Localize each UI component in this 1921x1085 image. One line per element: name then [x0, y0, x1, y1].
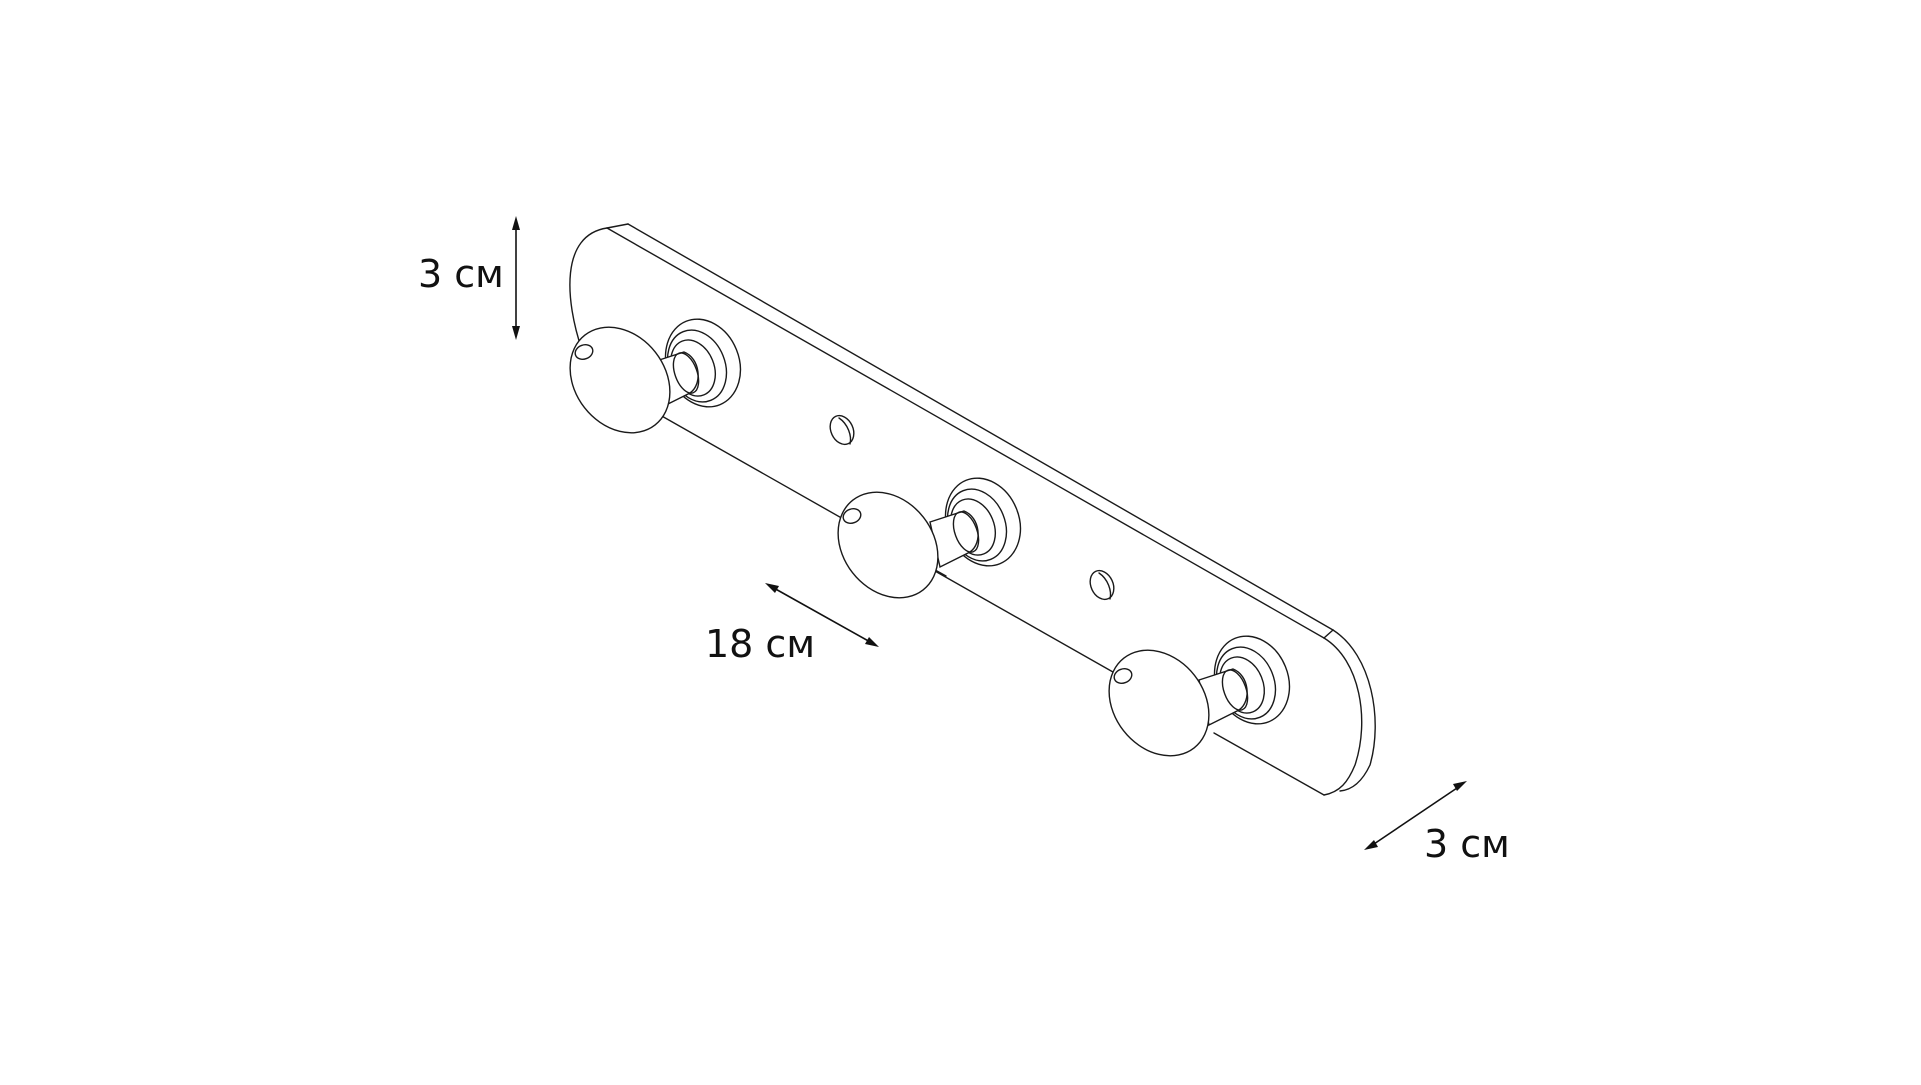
arrow-down-icon — [512, 326, 520, 340]
dimension-length — [765, 583, 879, 647]
hook-2 — [837, 477, 1022, 599]
length-dimension-label: 18 см — [705, 622, 815, 666]
arrow-up-icon — [512, 216, 520, 230]
hook-1 — [569, 318, 742, 434]
depth-dimension-label: 3 см — [1424, 822, 1510, 866]
dimension-height — [512, 216, 520, 340]
height-dimension-label: 3 см — [418, 252, 504, 296]
screw-hole-2 — [1089, 569, 1115, 601]
arrow-up-right-icon — [1453, 781, 1467, 791]
screw-hole-1 — [829, 414, 855, 446]
arrow-up-left-icon — [765, 583, 779, 593]
arrow-down-right-icon — [865, 637, 879, 647]
hook-3 — [1108, 635, 1291, 757]
dimension-depth — [1364, 781, 1467, 850]
arrow-down-left-icon — [1364, 840, 1378, 850]
